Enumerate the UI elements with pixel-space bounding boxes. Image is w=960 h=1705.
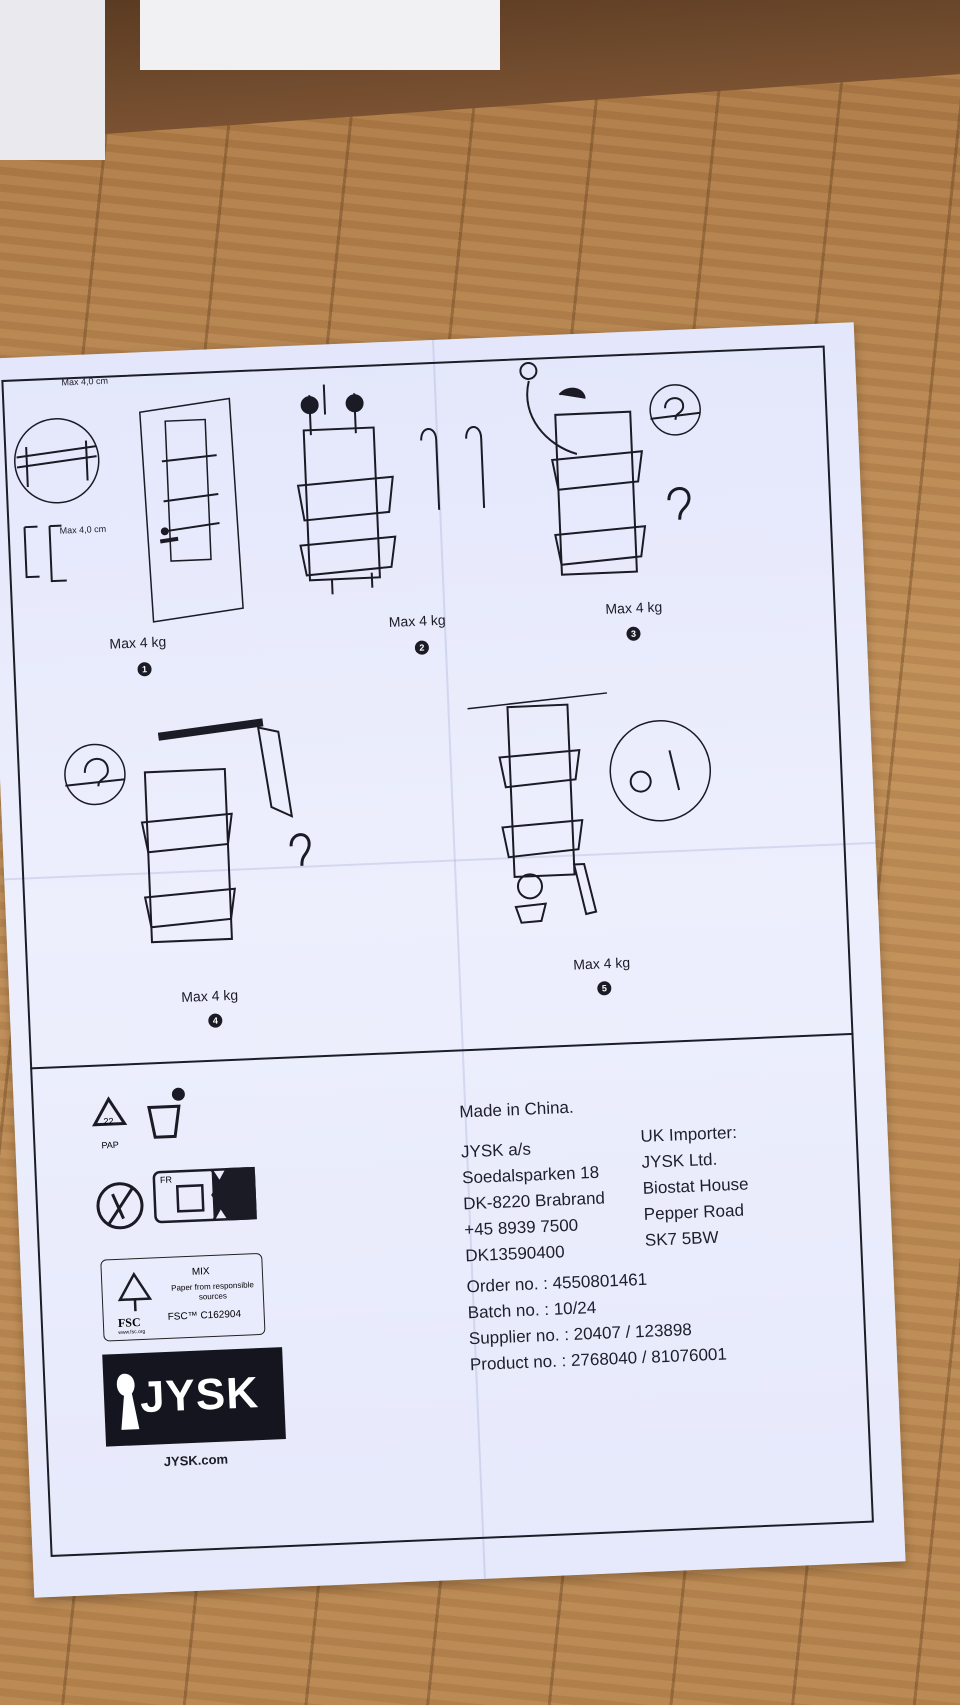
step-5-caption: Max 4 kg <box>572 954 631 973</box>
triman-sorting-icon <box>151 1163 264 1233</box>
jysk-logo: JYSK <box>102 1347 286 1447</box>
fsc-paper-source: Paper from responsible sources <box>170 1280 254 1302</box>
fsc-label: MIX Paper from responsible sources FSC™ … <box>100 1252 266 1342</box>
step-4-illustration <box>57 705 328 986</box>
wall-corner <box>0 0 960 160</box>
trash-bin-icon <box>143 1086 190 1148</box>
uk-importer-heading: UK Importer: <box>640 1122 738 1146</box>
jysk-bird-icon <box>116 1373 140 1430</box>
step-2-illustration <box>283 368 492 606</box>
origin-text: Made in China. <box>458 1097 575 1122</box>
instruction-sheet: Max 4,0 cm Max 4,0 cm Max 4 kg 1 Max 4 k… <box>0 322 906 1598</box>
step-1-caption: Max 4 kg <box>109 633 167 652</box>
uk-importer-address: UK Importer: JYSK Ltd. Biostat House Pep… <box>640 1120 751 1254</box>
jysk-url: JYSK.com <box>163 1451 229 1470</box>
recycle-material: PAP <box>101 1139 120 1151</box>
recycle-code: 22 <box>103 1115 114 1127</box>
wall-panel <box>0 0 105 160</box>
dimension-label-1: Max 4,0 cm <box>61 375 109 388</box>
fsc-code: FSC™ C162904 <box>167 1308 242 1323</box>
uk-importer-postcode: SK7 5BW <box>644 1227 719 1250</box>
fsc-mix: MIX <box>191 1266 210 1278</box>
step-4-caption: Max 4 kg <box>180 986 239 1006</box>
tidyman-icon <box>92 1178 149 1240</box>
step-1-illustration <box>4 377 265 647</box>
uk-importer-street: Pepper Road <box>643 1200 745 1224</box>
wall-panel-upper <box>140 0 500 70</box>
step-3-caption: Max 4 kg <box>605 598 663 617</box>
step-2-caption: Max 4 kg <box>388 611 446 631</box>
dimension-label-2: Max 4,0 cm <box>59 523 107 536</box>
triman-country-code: FR <box>159 1174 173 1186</box>
jysk-logo-text: JYSK <box>139 1368 260 1423</box>
step-3-illustration <box>513 348 723 596</box>
fsc-url: www.fsc.org <box>118 1328 146 1336</box>
product-codes: Order no. : 4550801461 Batch no. : 10/24… <box>466 1264 727 1379</box>
step-5-illustration <box>466 667 757 948</box>
fsc-tree-icon <box>117 1271 153 1312</box>
manufacturer-address: JYSK a/s Soedalsparken 18 DK-8220 Brabra… <box>461 1134 608 1270</box>
recycle-icon <box>83 1093 135 1150</box>
